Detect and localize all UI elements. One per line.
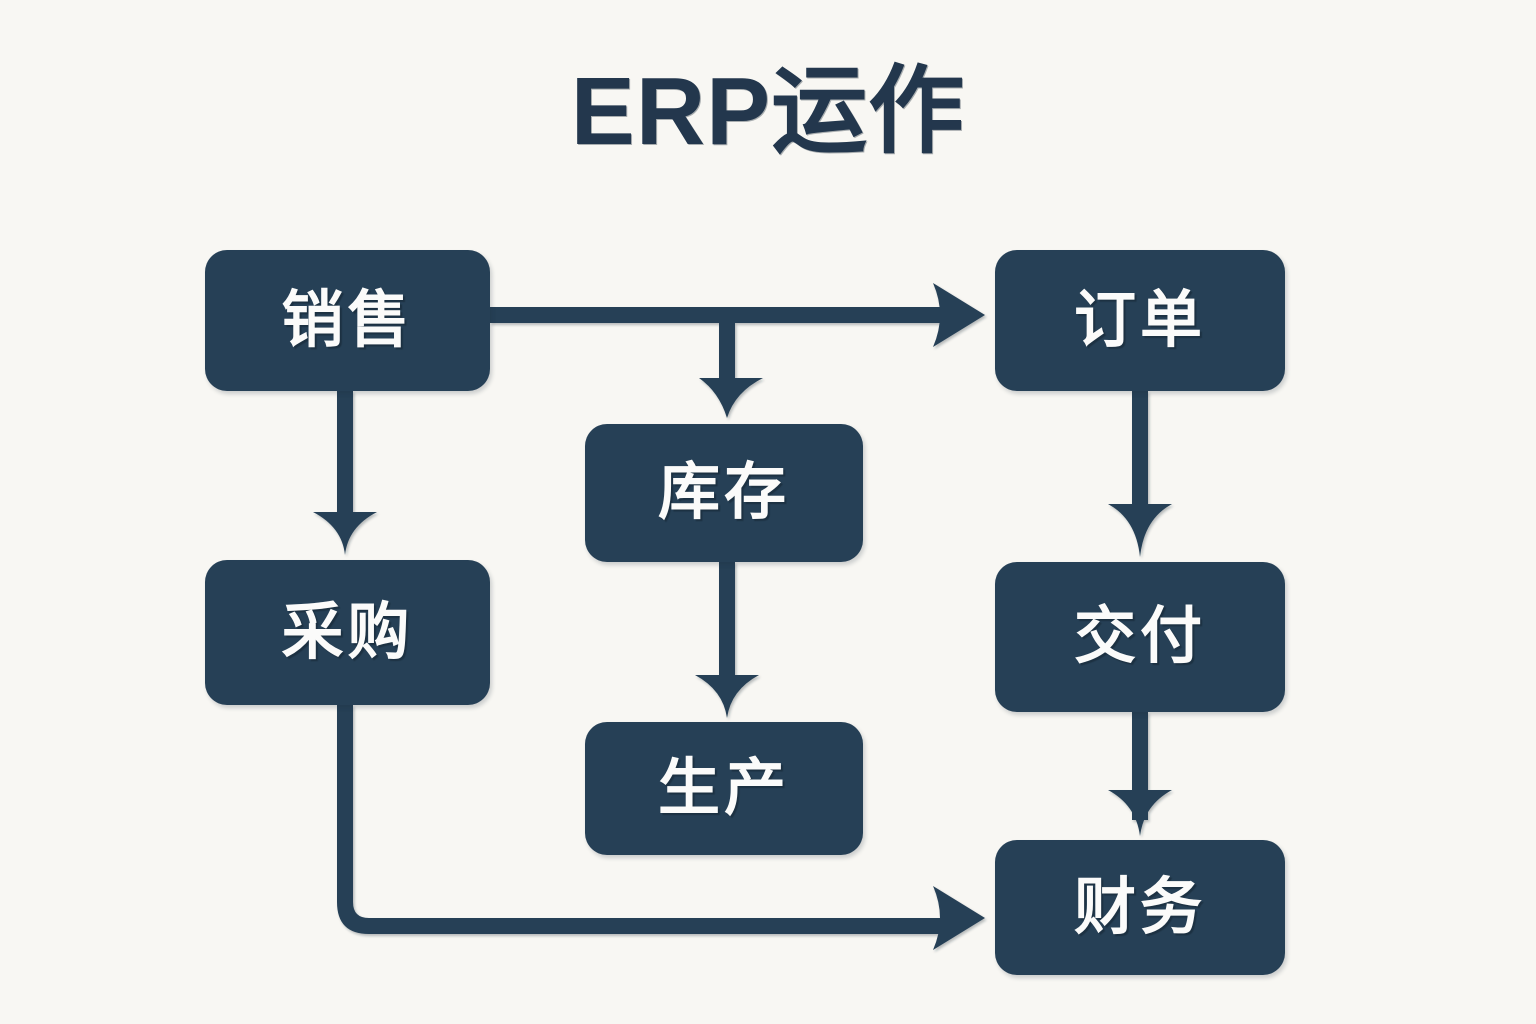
node-delivery[interactable]: 交付 (995, 562, 1285, 712)
node-purchasing[interactable]: 采购 (205, 560, 490, 705)
node-purchasing-label: 采购 (281, 597, 414, 667)
node-production[interactable]: 生产 (585, 722, 863, 855)
edge-delivery-to-finance (1108, 712, 1172, 836)
node-order-label: 订单 (1073, 285, 1206, 355)
node-sales[interactable]: 销售 (205, 250, 490, 391)
edge-sales-to-inventory (699, 315, 763, 418)
node-production-label: 生产 (657, 753, 790, 823)
node-inventory[interactable]: 库存 (585, 424, 863, 562)
node-finance-label: 财务 (1073, 872, 1206, 942)
node-order[interactable]: 订单 (995, 250, 1285, 391)
node-sales-label: 销售 (281, 285, 414, 355)
node-inventory-label: 库存 (657, 458, 790, 527)
edge-inventory-to-production (695, 562, 759, 718)
edge-sales-to-purchasing (313, 391, 377, 555)
node-delivery-label: 交付 (1073, 602, 1206, 671)
edge-purchasing-to-finance (337, 705, 985, 950)
node-finance[interactable]: 财务 (995, 840, 1285, 975)
edge-sales-to-order (490, 283, 985, 347)
edge-order-to-delivery (1108, 391, 1172, 557)
page-title: ERP运作 (570, 58, 966, 165)
